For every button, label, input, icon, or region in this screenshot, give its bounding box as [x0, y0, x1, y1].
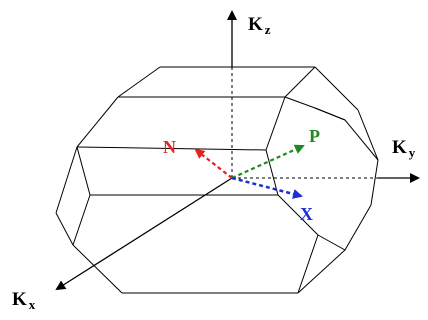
hidden-axis-segments [231, 67, 378, 179]
n-vector [194, 148, 233, 179]
polyhedron-edges [55, 66, 379, 294]
x-point-label: X [300, 204, 313, 224]
x-vector [231, 176, 303, 199]
p-vector [231, 144, 305, 180]
p-point-label: P [309, 126, 320, 146]
kx-axis [55, 177, 233, 291]
n-point-label: N [163, 137, 176, 157]
